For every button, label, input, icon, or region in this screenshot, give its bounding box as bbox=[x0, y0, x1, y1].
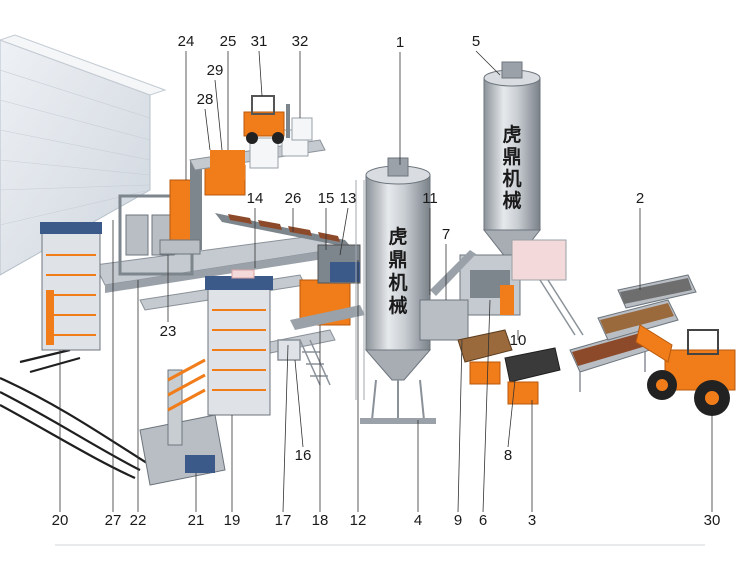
callout-8: 8 bbox=[504, 447, 512, 464]
callout-24: 24 bbox=[178, 33, 195, 50]
callout-22: 22 bbox=[130, 512, 147, 529]
callout-13: 13 bbox=[340, 190, 357, 207]
block-machine bbox=[290, 244, 365, 330]
forklift bbox=[243, 95, 290, 144]
callout-30: 30 bbox=[704, 512, 721, 529]
silo-5-char-3: 械 bbox=[502, 189, 521, 212]
callout-1: 1 bbox=[396, 34, 404, 51]
callout-26: 26 bbox=[285, 190, 302, 207]
aggregate-hoppers bbox=[457, 329, 561, 405]
callout-27: 27 bbox=[105, 512, 122, 529]
leader-line-13 bbox=[339, 207, 349, 256]
stacker-21 bbox=[139, 358, 226, 486]
brick-conveyor bbox=[215, 213, 352, 248]
callout-25: 25 bbox=[220, 33, 237, 50]
pallet-feeder bbox=[277, 339, 331, 386]
callout-14: 14 bbox=[247, 190, 264, 207]
leader-line-17 bbox=[282, 344, 289, 513]
silo-1-char-2: 机 bbox=[388, 272, 407, 294]
callout-15: 15 bbox=[318, 190, 335, 207]
stacker-rack-20 bbox=[40, 222, 102, 351]
silo-1-char-1: 鼎 bbox=[388, 249, 407, 271]
leader-line-8 bbox=[507, 379, 516, 448]
callout-20: 20 bbox=[52, 512, 69, 529]
silo-1-char-0: 虎 bbox=[388, 225, 407, 248]
callout-19: 19 bbox=[224, 512, 241, 529]
cables bbox=[0, 348, 151, 480]
callout-18: 18 bbox=[312, 512, 329, 529]
callout-32: 32 bbox=[292, 33, 309, 50]
callout-29: 29 bbox=[207, 62, 224, 79]
curing-warehouse bbox=[0, 34, 167, 276]
silo-5: 虎 鼎 机 械 bbox=[482, 61, 542, 259]
callout-7: 7 bbox=[442, 226, 450, 243]
leader-line-31 bbox=[258, 50, 263, 97]
callout-leader-lines bbox=[59, 50, 713, 513]
callout-12: 12 bbox=[350, 512, 367, 529]
batching-hoppers bbox=[569, 274, 697, 392]
leader-line-28 bbox=[204, 108, 211, 151]
callout-5: 5 bbox=[472, 33, 480, 50]
stacker-rack-19 bbox=[205, 269, 273, 416]
wheel-loader bbox=[635, 324, 736, 416]
callout-11: 11 bbox=[422, 190, 438, 207]
leader-line-6 bbox=[482, 299, 491, 513]
callout-21: 21 bbox=[188, 512, 205, 529]
leader-line-5 bbox=[475, 50, 501, 76]
brick-pallet bbox=[291, 117, 313, 141]
callout-23: 23 bbox=[160, 323, 177, 340]
silo-1: 虎 鼎 机 械 bbox=[355, 157, 436, 424]
leader-line-16 bbox=[294, 359, 304, 448]
callout-4: 4 bbox=[414, 512, 422, 529]
silo-5-char-2: 机 bbox=[502, 168, 521, 190]
silo-5-char-1: 鼎 bbox=[502, 146, 521, 168]
callout-10: 10 bbox=[510, 332, 527, 349]
callout-2: 2 bbox=[636, 190, 644, 207]
silo-5-char-0: 虎 bbox=[502, 123, 521, 146]
callout-31: 31 bbox=[251, 33, 268, 50]
callout-16: 16 bbox=[295, 447, 312, 464]
callout-9: 9 bbox=[454, 512, 462, 529]
leader-line-29 bbox=[214, 79, 223, 151]
leader-line-9 bbox=[457, 339, 463, 513]
callout-17: 17 bbox=[275, 512, 292, 529]
callout-28: 28 bbox=[197, 91, 214, 108]
callout-3: 3 bbox=[528, 512, 536, 529]
mixer-station bbox=[419, 239, 584, 341]
callout-6: 6 bbox=[479, 512, 487, 529]
silo-1-char-3: 械 bbox=[388, 294, 407, 317]
